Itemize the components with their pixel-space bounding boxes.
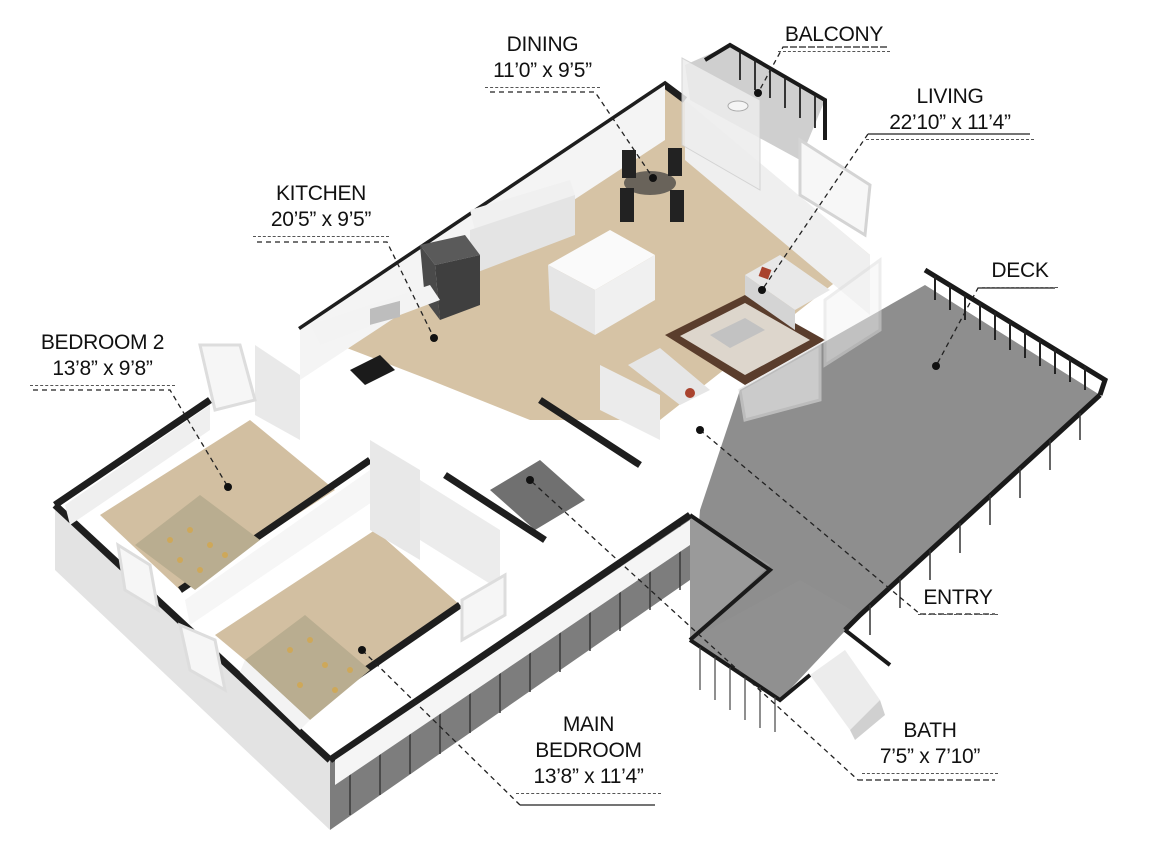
bedroom-furniture xyxy=(116,343,507,730)
living-furniture xyxy=(628,255,882,422)
room-label-bedroom-2: BEDROOM 2 13’8” x 9’8” xyxy=(30,330,175,386)
room-name-line1: MAIN xyxy=(562,713,615,736)
dining-set xyxy=(620,148,684,222)
room-name-line2: BEDROOM xyxy=(535,739,642,762)
room-name: DECK xyxy=(982,258,1058,288)
room-name: BALCONY xyxy=(778,22,890,52)
room-label-bath: BATH 7’5” x 7’10” xyxy=(862,718,998,774)
room-dimensions: 13’8” x 11’4” xyxy=(516,764,661,794)
anchor-dots xyxy=(224,89,940,654)
room-label-deck: DECK xyxy=(982,258,1058,288)
room-name: BEDROOM 2 xyxy=(40,331,165,354)
room-label-main-bedroom: MAIN BEDROOM 13’8” x 11’4” xyxy=(516,712,661,794)
room-dimensions: 20’5” x 9’5” xyxy=(253,207,389,237)
room-name: KITCHEN xyxy=(275,182,367,205)
room-name: DINING xyxy=(506,33,579,56)
room-dimensions: 22’10” x 11’4” xyxy=(866,110,1034,140)
room-dimensions: 7’5” x 7’10” xyxy=(862,744,998,774)
room-label-kitchen: KITCHEN 20’5” x 9’5” xyxy=(253,181,389,237)
room-name: LIVING xyxy=(916,85,984,108)
room-dimensions: 11’0” x 9’5” xyxy=(485,58,600,88)
room-dimensions: 13’8” x 9’8” xyxy=(30,356,175,386)
room-label-balcony: BALCONY xyxy=(778,22,890,52)
room-name: BATH xyxy=(903,719,957,742)
room-label-entry: ENTRY xyxy=(918,585,998,615)
kitchen-furniture xyxy=(310,180,655,385)
room-name: ENTRY xyxy=(918,585,998,615)
room-label-dining: DINING 11’0” x 9’5” xyxy=(485,32,600,88)
balcony-area xyxy=(681,42,872,238)
room-label-living: LIVING 22’10” x 11’4” xyxy=(866,84,1034,140)
